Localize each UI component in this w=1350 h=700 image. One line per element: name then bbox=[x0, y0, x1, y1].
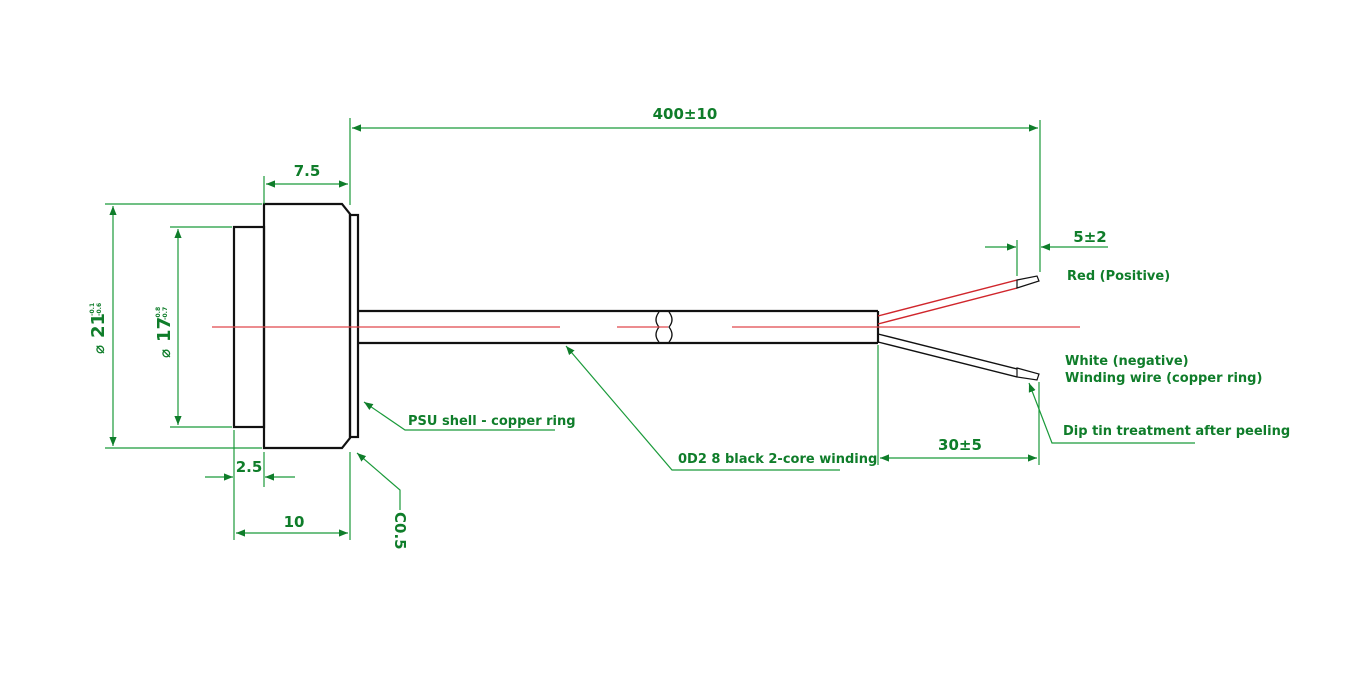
leader-cable: 0D2 8 black 2-core winding bbox=[565, 345, 877, 471]
shell bbox=[262, 202, 352, 450]
red-wire bbox=[877, 275, 1040, 325]
split-length-value: 30±5 bbox=[938, 436, 982, 454]
inner-diameter-value: 17 bbox=[154, 317, 175, 342]
dim-outer-diameter: ⌀ 21 -0.1 -0.6 bbox=[88, 203, 262, 449]
red-wire-label: Red (Positive) bbox=[1067, 269, 1170, 284]
strip-length-value: 5±2 bbox=[1073, 228, 1106, 246]
diameter-symbol: ⌀ bbox=[90, 345, 108, 354]
outer-tol-upper: -0.1 bbox=[89, 303, 96, 316]
diameter-symbol: ⌀ bbox=[156, 349, 174, 358]
leader-chamfer: C0.5 bbox=[356, 452, 409, 550]
cable-label: 0D2 8 black 2-core winding bbox=[678, 452, 877, 467]
dim-total-length: 400±10 bbox=[349, 105, 1041, 272]
overall-body-value: 10 bbox=[284, 513, 305, 531]
inner-tol-upper: -0.8 bbox=[155, 307, 162, 320]
leader-psu-shell: PSU shell - copper ring bbox=[363, 401, 576, 431]
cable bbox=[358, 309, 880, 345]
psu-shell-label: PSU shell - copper ring bbox=[408, 414, 576, 429]
flange bbox=[348, 213, 360, 439]
boss-width-value: 2.5 bbox=[236, 458, 263, 476]
dim-strip-length: 5±2 bbox=[985, 228, 1108, 276]
inner-tol-lower: -0.7 bbox=[162, 307, 169, 320]
white-wire-label: White (negative) bbox=[1065, 354, 1189, 369]
chamfer-value: C0.5 bbox=[391, 512, 409, 550]
white-wire bbox=[877, 333, 1040, 381]
outer-tol-lower: -0.6 bbox=[96, 303, 103, 316]
dim-body-width: 7.5 bbox=[263, 162, 348, 204]
outer-diameter-value: 21 bbox=[88, 313, 109, 338]
sensor-body bbox=[232, 202, 360, 450]
total-length-value: 400±10 bbox=[653, 105, 718, 123]
red-wire-stripped-end bbox=[1016, 275, 1040, 289]
dim-boss-width: 2.5 bbox=[205, 430, 295, 540]
leader-dip-tin: Dip tin treatment after peeling bbox=[1028, 382, 1290, 444]
body-width-value: 7.5 bbox=[294, 162, 321, 180]
dip-tin-label: Dip tin treatment after peeling bbox=[1063, 424, 1290, 439]
white-wire-stripped-end bbox=[1016, 367, 1040, 381]
dim-split-length: 30±5 bbox=[877, 345, 1040, 465]
dim-inner-diameter: ⌀ 17 -0.8 -0.7 bbox=[154, 226, 232, 428]
winding-wire-label: Winding wire (copper ring) bbox=[1065, 371, 1262, 386]
dim-overall-body: 10 bbox=[236, 452, 351, 540]
